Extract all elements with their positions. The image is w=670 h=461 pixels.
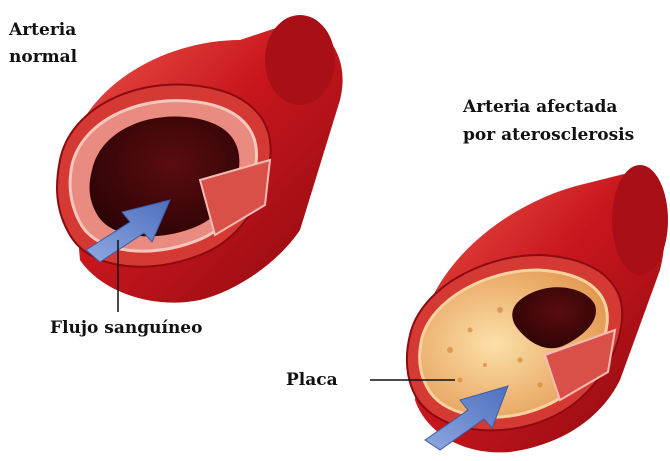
affected-artery-far-end <box>612 165 668 275</box>
normal-artery-far-end <box>265 15 335 105</box>
affected-artery-label-line1: Arteria afectada <box>463 96 617 118</box>
blood-flow-label: Flujo sanguíneo <box>50 317 202 339</box>
affected-artery <box>370 165 668 452</box>
normal-artery <box>57 15 343 312</box>
plaque-label: Placa <box>286 369 338 391</box>
normal-artery-label-line1: Arteria <box>9 19 76 41</box>
normal-artery-label-line2: normal <box>9 46 77 68</box>
affected-artery-label-line2: por aterosclerosis <box>463 124 634 146</box>
